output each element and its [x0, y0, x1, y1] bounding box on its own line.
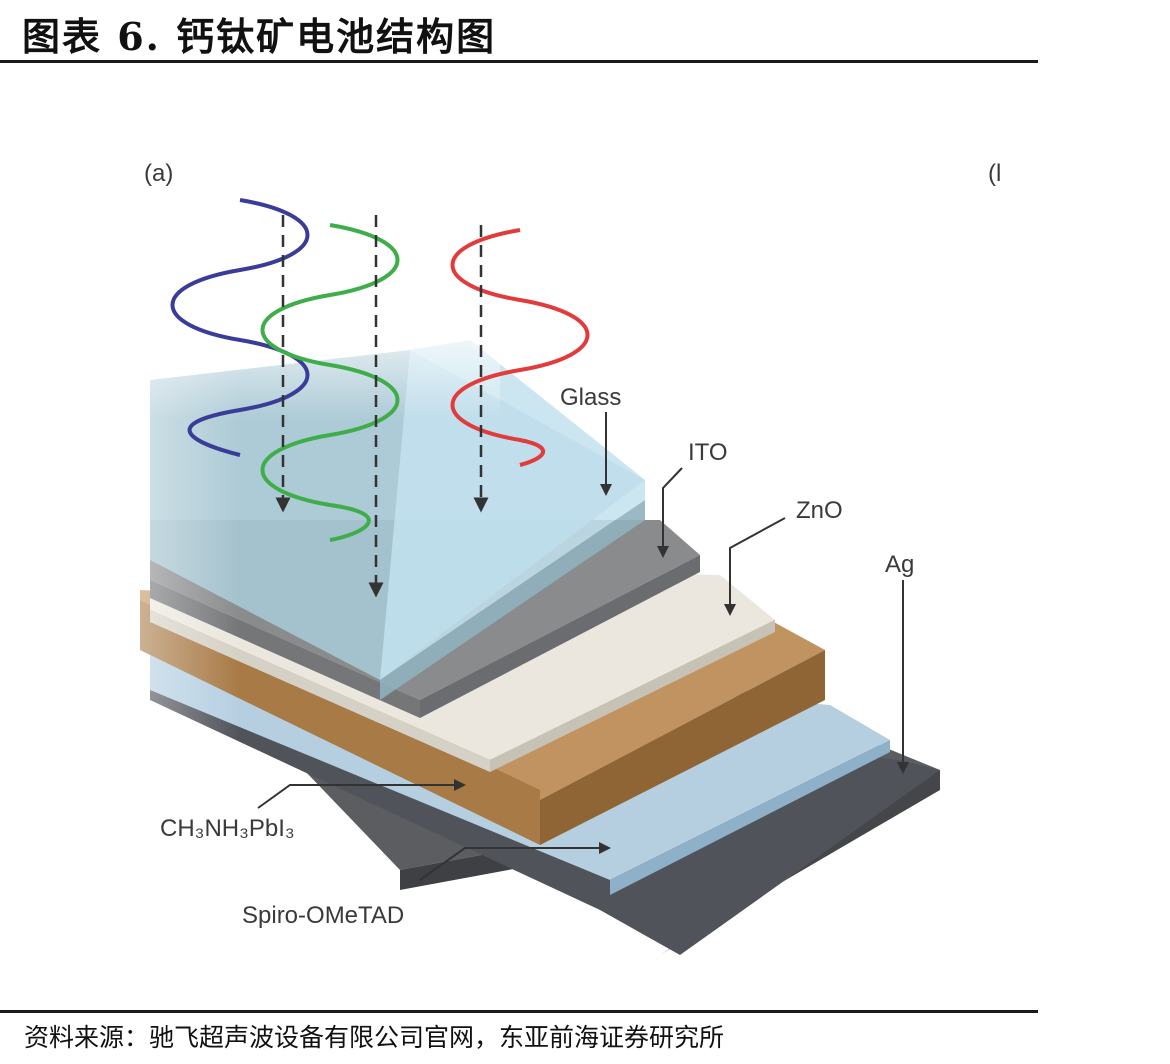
footer-divider: [0, 1010, 1038, 1013]
page-title: 图表 6. 钙钛矿电池结构图: [22, 14, 497, 59]
panel-label: (a): [144, 160, 173, 187]
title-bar: 图表 6. 钙钛矿电池结构图: [0, 0, 1038, 63]
leader-spiro: [419, 842, 611, 881]
ito-side: [420, 555, 700, 718]
perovskite-side: [540, 650, 825, 845]
light-waves: [170, 198, 590, 598]
layer-glass: [150, 340, 645, 700]
wave-blue: [170, 198, 310, 457]
leader-lines: [257, 412, 909, 881]
leader-ito: [657, 467, 683, 558]
source-note: 资料来源：驰飞超声波设备有限公司官网，东亚前海证券研究所: [24, 1023, 725, 1052]
cut-panel-label: (l: [988, 160, 1001, 187]
wave-green: [260, 223, 400, 542]
label-spiro: Spiro-OMeTAD: [242, 902, 404, 929]
leader-perovskite: [257, 779, 466, 809]
spiro-side: [610, 740, 890, 895]
label-glass: Glass: [560, 384, 621, 411]
label-zno: ZnO: [796, 497, 843, 524]
zno-side: [490, 620, 775, 772]
glass-side: [380, 500, 645, 700]
perovskite-structure-diagram: (a) (l Glass ITO ZnO Ag CH₃NH₃PbI₃ Spiro…: [0, 160, 1001, 955]
label-ito: ITO: [688, 439, 728, 466]
label-perovskite: CH₃NH₃PbI₃: [160, 815, 295, 842]
label-ag: Ag: [885, 551, 914, 578]
wave-red: [450, 228, 590, 467]
leader-zno: [724, 517, 786, 616]
